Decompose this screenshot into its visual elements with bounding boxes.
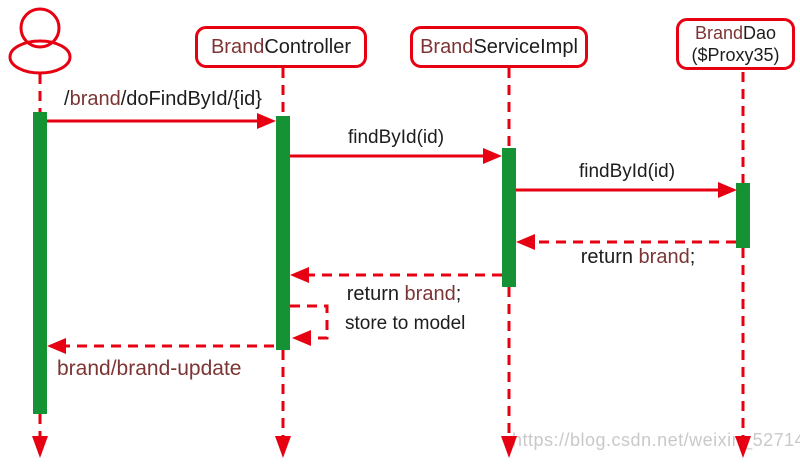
message-text-part: ; [455, 283, 462, 305]
arrow-m3-findbyid [516, 182, 737, 198]
activation-dao [736, 183, 750, 248]
message-text-part: brand [404, 283, 456, 305]
participant-branddao: BrandDao ($Proxy35) [676, 18, 795, 70]
participant-label-part: Brand [694, 22, 743, 43]
arrow-m1-dofindbyid [47, 113, 276, 129]
message-text-part: brand [69, 88, 121, 110]
message-text-part: / [64, 88, 70, 110]
message-text-part: return [580, 246, 639, 268]
participant-label-part: ServiceImpl [473, 35, 578, 58]
watermark-url: https://blog.csdn.net/weixin_52714888 [512, 430, 800, 450]
actor-body-icon [8, 39, 72, 75]
message-text-part: ; [689, 246, 696, 268]
message-text-part: store to model [345, 313, 466, 334]
message-label-findbyid-1: findById(id) [298, 127, 494, 149]
arrow-m2-findbyid [290, 148, 502, 164]
lifeline-end-arrow-dao [735, 436, 751, 458]
lifeline-end-arrow-service [501, 436, 517, 458]
participant-label-part: Controller [264, 35, 352, 58]
participant-label-line2: ($Proxy35) [691, 44, 779, 67]
message-label-return-brand-1: return brand; [545, 246, 731, 269]
arrow-m7-brand-update [47, 338, 274, 354]
message-text-part: findById(id) [578, 161, 676, 182]
participant-label-line1: BrandDao [695, 22, 776, 45]
arrow-m6-self-store-to-model [290, 304, 329, 346]
message-text-part: brand [638, 246, 690, 268]
arrow-m4-return-brand [516, 234, 736, 250]
message-label-findbyid-2: findById(id) [524, 161, 730, 183]
message-label-store-to-model: store to model [345, 313, 465, 335]
user-actor-icon [8, 7, 72, 75]
message-text-part: /doFindById/{id} [120, 88, 262, 110]
participant-label-part: Dao [743, 22, 777, 43]
activation-user [33, 112, 47, 414]
participant-label-part: Brand [210, 35, 265, 58]
arrow-m5-return-brand [290, 267, 502, 283]
lifeline-end-arrow-controller [275, 436, 291, 458]
participant-label-part: Brand [420, 35, 474, 58]
message-text-part: findById(id) [347, 127, 445, 148]
message-label-dofindbyid: /brand/doFindById/{id} [50, 88, 276, 111]
message-label-return-brand-2: return brand; [312, 283, 496, 306]
actor-head-icon [19, 7, 61, 49]
lifeline-end-arrow-user [32, 436, 48, 458]
participant-label-part: ($Proxy35) [691, 45, 780, 65]
message-text-part: return [346, 283, 405, 305]
activation-service [502, 148, 516, 287]
message-text-part: brand/brand-update [57, 357, 242, 380]
activation-controller [276, 116, 290, 350]
message-label-brand-update: brand/brand-update [57, 357, 241, 381]
